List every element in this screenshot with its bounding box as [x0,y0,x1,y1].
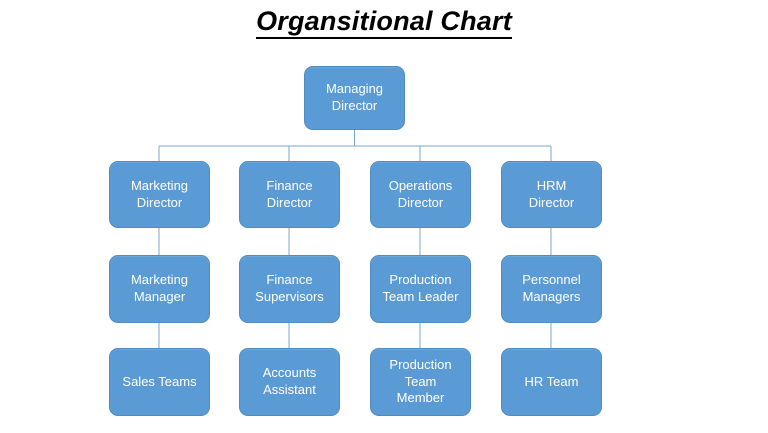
node-managing-director[interactable]: Managing Director [304,66,405,130]
node-label: HR Team [524,373,579,389]
node-label: Personnel Managers [522,272,581,304]
node-personnel-managers[interactable]: Personnel Managers [501,255,602,323]
page-title-text: Organsitional Chart [256,6,512,39]
node-label: HRM Director [528,177,575,210]
node-marketing-manager[interactable]: Marketing Manager [109,255,210,323]
node-production-team-member[interactable]: Production Team Member [370,348,471,416]
node-label: Marketing Manager [130,272,189,304]
node-hrm-director[interactable]: HRM Director [501,161,602,228]
node-label: Production Team Leader [382,272,459,304]
node-operations-director[interactable]: Operations Director [370,161,471,228]
node-label: Sales Teams [122,373,197,389]
node-label: Managing Director [325,81,384,113]
node-label: Operations Director [388,177,453,210]
node-accounts-assistant[interactable]: Accounts Assistant [239,348,340,416]
node-finance-supervisors[interactable]: Finance Supervisors [239,255,340,323]
node-label: Production Team Member [389,356,452,406]
node-marketing-director[interactable]: Marketing Director [109,161,210,228]
node-label: Finance Supervisors [255,272,324,304]
node-sales-teams[interactable]: Sales Teams [109,348,210,416]
node-label: Marketing Director [130,177,189,210]
node-hr-team[interactable]: HR Team [501,348,602,416]
node-label: Finance Director [266,177,313,210]
node-label: Accounts Assistant [262,365,317,397]
node-production-team-leader[interactable]: Production Team Leader [370,255,471,323]
node-finance-director[interactable]: Finance Director [239,161,340,228]
page-title: Organsitional Chart [0,6,768,39]
